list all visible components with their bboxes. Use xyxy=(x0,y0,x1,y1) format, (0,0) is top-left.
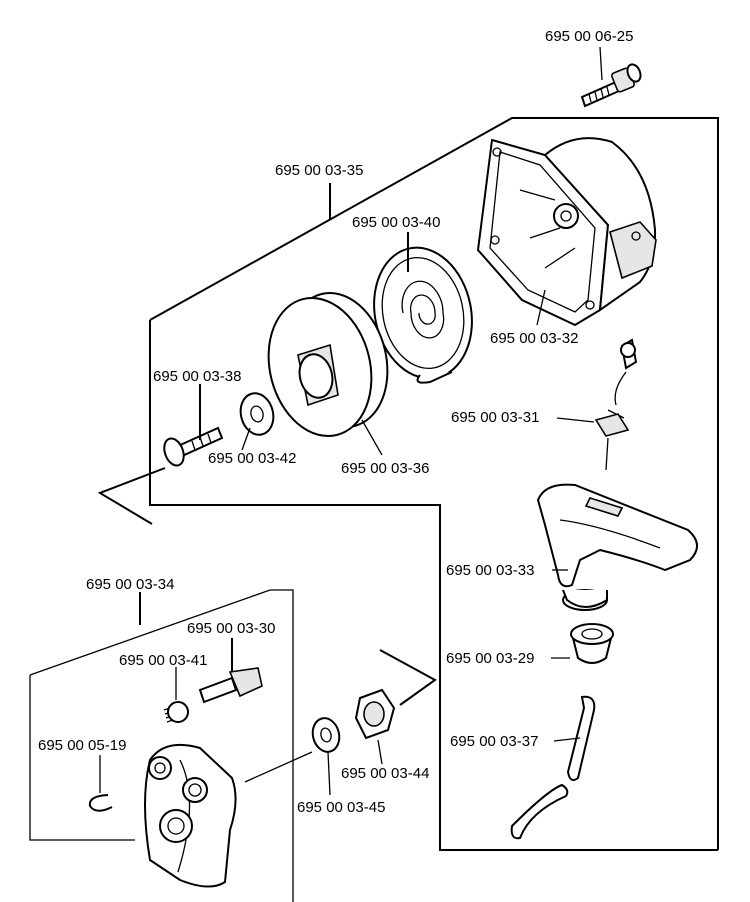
flat-washer-part xyxy=(311,717,341,753)
starter-handle-part xyxy=(536,483,698,611)
part-label: 695 00 03-30 xyxy=(187,620,275,637)
starter-housing-part xyxy=(476,137,657,327)
part-label: 695 00 03-29 xyxy=(446,650,534,667)
part-label: 695 00 06-25 xyxy=(545,28,633,45)
part-label: 695 00 03-44 xyxy=(341,765,429,782)
part-label: 695 00 03-42 xyxy=(208,450,296,467)
part-label: 695 00 03-41 xyxy=(119,652,207,669)
part-label: 695 00 03-37 xyxy=(450,733,538,750)
screw-part xyxy=(580,63,642,108)
part-label: 695 00 03-31 xyxy=(451,409,539,426)
part-label: 695 00 03-32 xyxy=(490,330,578,347)
part-label: 695 00 03-33 xyxy=(446,562,534,579)
part-label: 695 00 03-36 xyxy=(341,460,429,477)
rewind-spring-part xyxy=(373,246,473,384)
pulley-part xyxy=(267,292,389,437)
part-label: 695 00 03-40 xyxy=(352,214,440,231)
part-label: 695 00 03-38 xyxy=(153,368,241,385)
part-label: 695 00 03-34 xyxy=(86,576,174,593)
pawl-part xyxy=(198,667,263,704)
group-bracket-lower-cover xyxy=(29,589,294,902)
part-label: 695 00 03-45 xyxy=(297,799,385,816)
cover-part xyxy=(144,744,237,888)
group-bracket-pulley-guide xyxy=(379,649,437,706)
bushing-part xyxy=(570,623,614,664)
washer-part xyxy=(239,392,275,436)
part-label: 695 00 05-19 xyxy=(38,737,126,754)
part-label: 695 00 03-35 xyxy=(275,162,363,179)
leader-lines xyxy=(99,46,603,796)
rope-guide-part xyxy=(594,338,638,471)
spring-part xyxy=(163,701,189,723)
starter-rope-part xyxy=(510,695,596,840)
circlip-part xyxy=(88,794,113,812)
shoulder-screw-part xyxy=(163,426,224,467)
nut-part xyxy=(354,688,396,740)
